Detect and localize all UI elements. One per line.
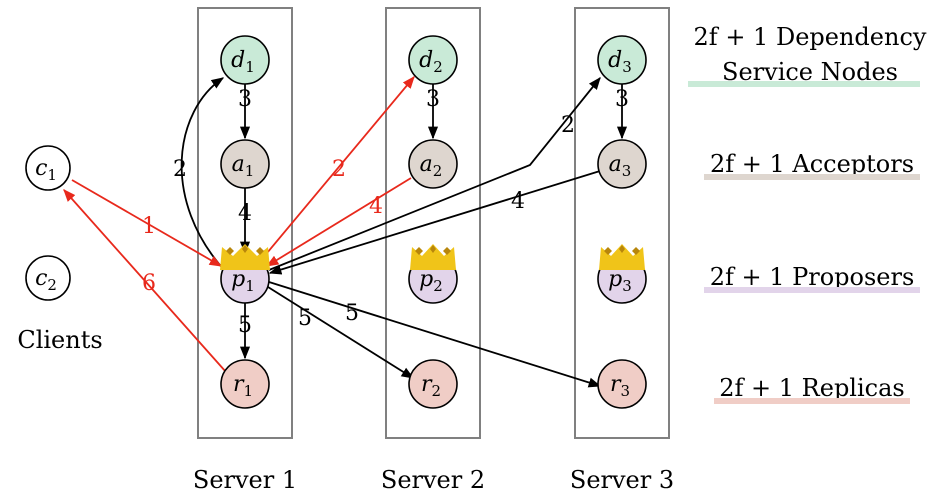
edge-label-p1-d3: 2: [561, 113, 575, 138]
svg-text:p2: p2: [419, 267, 443, 295]
edge-p1-d3: [268, 77, 601, 271]
svg-text:p1: p1: [231, 267, 255, 295]
edge-label-p1-d2: 2: [332, 157, 346, 182]
legend-acceptors: 2f + 1 Acceptors: [710, 150, 914, 178]
svg-text:d2: d2: [419, 48, 443, 76]
svg-text:r1: r1: [233, 372, 253, 400]
crown-icon: [410, 244, 456, 270]
edge-a3-p1: [268, 170, 601, 275]
edge-label-p1-r2: 5: [298, 306, 312, 331]
server-caption-2: Server 2: [381, 466, 485, 494]
svg-text:c1: c1: [35, 156, 57, 184]
legend-replicas-underline: [714, 398, 910, 404]
server-box-3: [574, 7, 670, 439]
clients-caption: Clients: [17, 326, 102, 354]
edge-c1-p1: [71, 179, 223, 267]
replica-node-r3: r3: [597, 359, 647, 409]
edge-a2-p1: [265, 177, 412, 267]
legend-dependency-underline: [688, 81, 920, 87]
edge-label-a2-p1: 4: [369, 194, 383, 219]
crown-icon: [599, 244, 645, 270]
edge-r1-c1: [63, 189, 227, 373]
edge-p1-r3: [268, 281, 602, 388]
edge-label-d1-a1: 3: [238, 87, 252, 112]
edge-label-d2-a2: 3: [426, 87, 440, 112]
svg-text:p3: p3: [608, 267, 632, 295]
svg-text:a2: a2: [420, 152, 443, 180]
svg-text:d1: d1: [231, 48, 255, 76]
legend-dependency-line1: 2f + 1 Dependency: [694, 23, 927, 51]
edge-label-r1-c1: 6: [142, 271, 156, 296]
svg-text:c2: c2: [35, 266, 57, 294]
legend-proposers-underline: [704, 287, 920, 293]
dependency-node-d3: d3: [597, 35, 647, 85]
edge-p1-r2: [267, 286, 415, 379]
acceptor-node-a2: a2: [408, 139, 458, 189]
edge-label-a1-p1: 4: [238, 201, 252, 226]
legend-proposers: 2f + 1 Proposers: [710, 263, 915, 291]
client-node-c2: c2: [25, 255, 71, 301]
acceptor-node-a1: a1: [220, 139, 270, 189]
edge-label-p1-r3: 5: [345, 301, 359, 326]
edge-p1-d1: [180, 77, 227, 273]
legend-replicas: 2f + 1 Replicas: [719, 374, 904, 402]
edge-label-p1-r1: 5: [238, 313, 252, 338]
svg-text:a1: a1: [232, 152, 255, 180]
server-caption-1: Server 1: [193, 466, 297, 494]
edge-label-c1-p1: 1: [142, 214, 156, 239]
server-caption-3: Server 3: [570, 466, 674, 494]
client-node-c1: c1: [25, 145, 71, 191]
dependency-node-d2: d2: [408, 35, 458, 85]
replica-node-r1: r1: [220, 359, 270, 409]
crown-icon: [220, 244, 270, 270]
replica-node-r2: r2: [408, 359, 458, 409]
svg-text:r3: r3: [610, 372, 630, 400]
edge-p1-d2: [261, 76, 415, 260]
dependency-node-d1: d1: [220, 35, 270, 85]
edge-label-a3-p1: 4: [511, 189, 525, 214]
svg-text:r2: r2: [421, 372, 441, 400]
svg-text:a3: a3: [609, 152, 632, 180]
edge-label-d3-a3: 3: [615, 87, 629, 112]
acceptor-node-a3: a3: [597, 139, 647, 189]
legend-acceptors-underline: [704, 174, 920, 180]
svg-text:d3: d3: [608, 48, 632, 76]
edge-label-p1-d1: 2: [173, 157, 187, 182]
